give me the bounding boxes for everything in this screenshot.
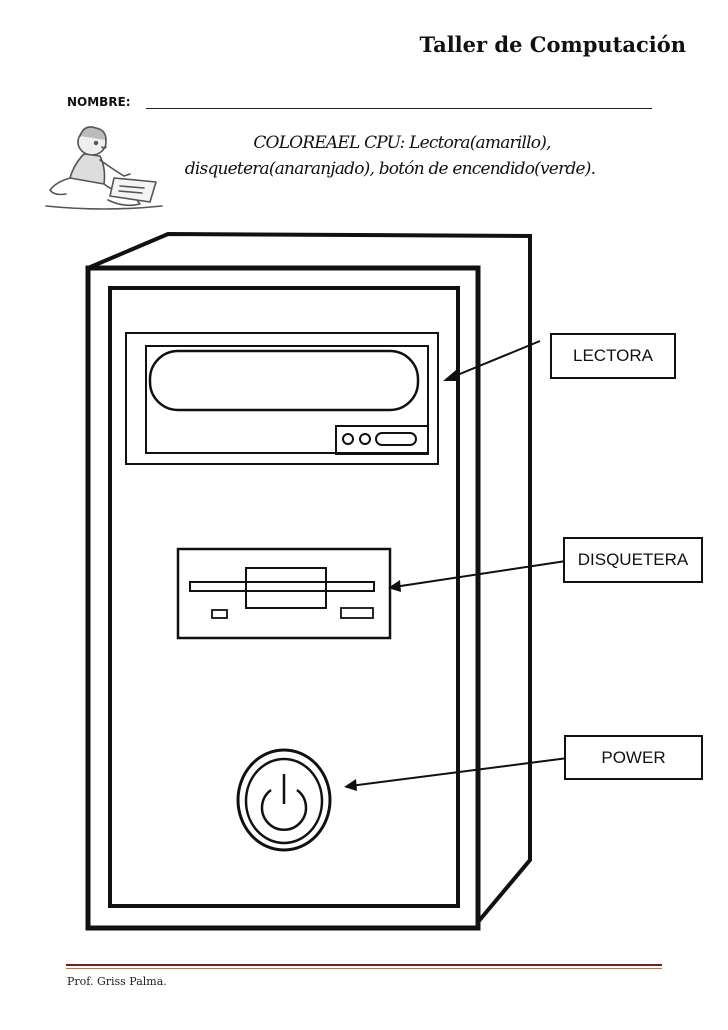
page-title: Taller de Computación [419,32,686,57]
instructions: COLOREAEL CPU: Lectora(amarillo), disque… [150,130,630,182]
arrow-disquetera [393,560,567,588]
label-power: POWER [564,735,703,780]
name-label: NOMBRE: [67,95,131,109]
footer-rule-thin [66,968,662,969]
arrow-lectora [449,340,541,379]
cpu-front-panel [85,265,481,931]
power-icon [236,748,332,852]
arrow-lines [349,340,569,787]
arrow-heads [344,370,458,791]
instructions-line-2: disquetera(anaranjado), botón de encendi… [184,159,596,179]
lectora-drive [125,332,439,465]
label-disquetera: DISQUETERA [563,537,703,583]
child-drawing-icon [45,126,163,210]
instructions-line-1: COLOREAEL CPU: Lectora(amarillo), [253,133,551,153]
label-lectora: LECTORA [550,333,676,379]
arrow-power [349,757,569,787]
cpu-front-inner [108,286,460,908]
footer-author: Prof. Griss Palma. [67,975,167,988]
disquetera-drive [176,547,392,640]
footer-rule [66,964,662,966]
name-field-line[interactable] [146,108,652,109]
